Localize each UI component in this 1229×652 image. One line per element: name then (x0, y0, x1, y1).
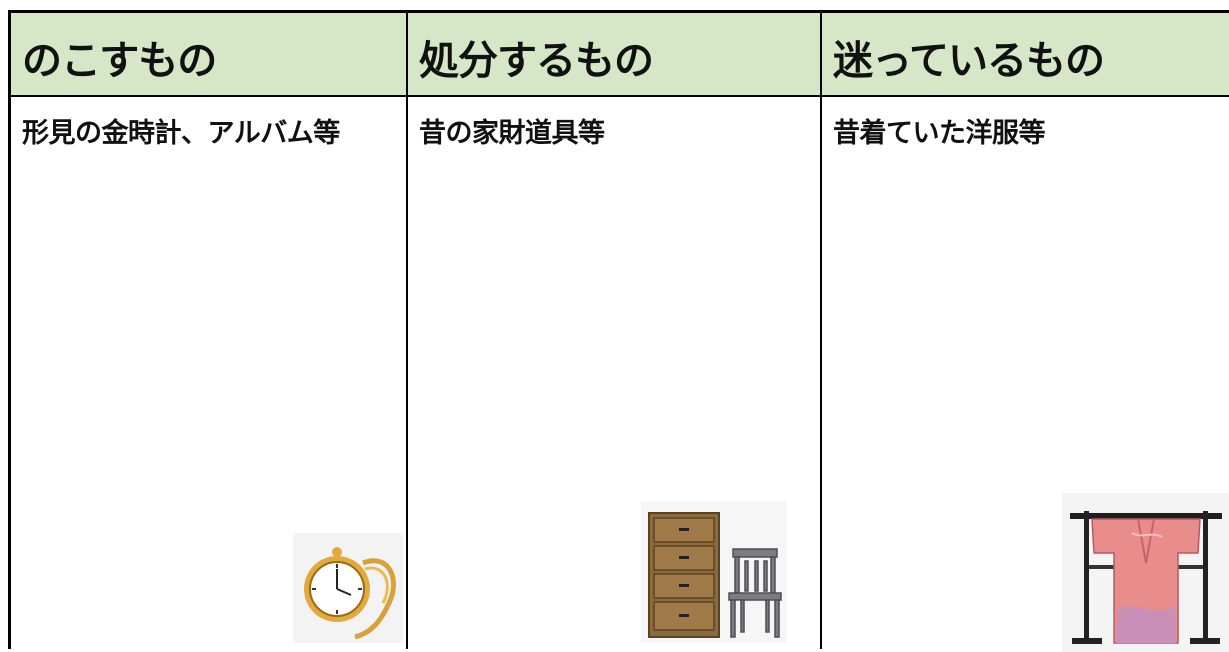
column-note: 形見の金時計、アルバム等 (22, 118, 340, 149)
column-header: 迷っているもの (822, 13, 1229, 97)
category-table: のこすもの 形見の金時計、アルバム等 処分するもの 昔の家財道具等 (8, 10, 1229, 652)
column-undecided: 迷っているもの 昔着ていた洋服等 (822, 13, 1229, 652)
column-heading: のこすもの (22, 37, 217, 84)
column-note: 昔の家財道具等 (419, 118, 605, 149)
pocket-watch-icon (293, 533, 403, 643)
column-note: 昔着ていた洋服等 (833, 118, 1046, 149)
column-heading: 迷っているもの (833, 37, 1105, 84)
column-header: 処分するもの (408, 13, 820, 97)
column-header: のこすもの (11, 13, 406, 97)
column-keep: のこすもの 形見の金時計、アルバム等 (11, 13, 408, 649)
column-heading: 処分するもの (419, 37, 654, 84)
kimono-on-stand-icon (1062, 493, 1229, 652)
column-dispose: 処分するもの 昔の家財道具等 (408, 13, 822, 649)
chest-and-chair-icon (641, 501, 787, 643)
